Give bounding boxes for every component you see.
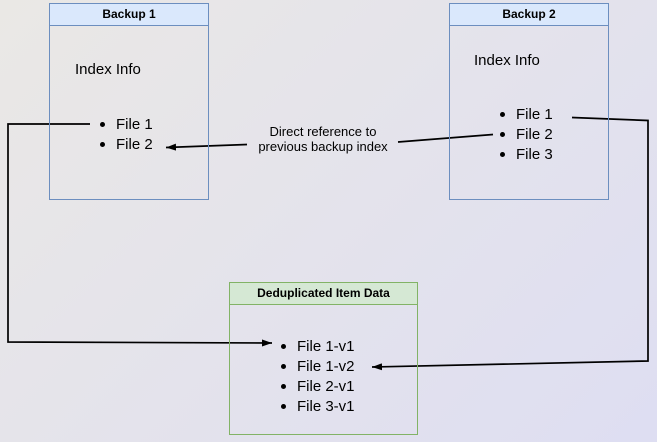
file-label: File 1-v2: [297, 357, 355, 375]
file-label: File 2: [116, 135, 153, 153]
dedup-title: Deduplicated Item Data: [230, 283, 417, 305]
file-label: File 3-v1: [297, 397, 355, 415]
file-label: File 3: [516, 145, 553, 163]
list-item: File 3: [500, 144, 553, 164]
file-label: File 2-v1: [297, 377, 355, 395]
list-item: File 2: [500, 124, 553, 144]
file-label: File 1: [116, 115, 153, 133]
deduplicated-item-data-node: Deduplicated Item Data File 1-v1 File 1-…: [229, 282, 418, 435]
bullet-icon: [100, 121, 105, 127]
bullet-icon: [500, 111, 505, 117]
annotation-line2: previous backup index: [258, 139, 388, 154]
file-label: File 2: [516, 125, 553, 143]
bullet-icon: [500, 131, 505, 137]
list-item: File 2: [100, 134, 153, 154]
backup2-index-info-label: Index Info: [474, 52, 540, 69]
bullet-icon: [281, 343, 286, 349]
bullet-icon: [500, 151, 505, 157]
bullet-icon: [100, 141, 105, 147]
list-item: File 1: [100, 114, 153, 134]
annotation-line1: Direct reference to: [269, 124, 377, 139]
direct-reference-annotation: Direct reference to previous backup inde…: [232, 124, 414, 154]
list-item: File 3-v1: [281, 396, 355, 416]
list-item: File 2-v1: [281, 376, 355, 396]
dedup-item-list: File 1-v1 File 1-v2 File 2-v1 File 3-v1: [281, 336, 355, 416]
list-item: File 1: [500, 104, 553, 124]
bullet-icon: [281, 363, 286, 369]
backup1-file-list: File 1 File 2: [100, 114, 153, 154]
backup2-file-list: File 1 File 2 File 3: [500, 104, 553, 164]
backup1-node: Backup 1 Index Info File 1 File 2: [49, 3, 209, 200]
backup1-title: Backup 1: [50, 4, 208, 26]
backup1-index-info-label: Index Info: [75, 61, 141, 78]
file-label: File 1-v1: [297, 337, 355, 355]
list-item: File 1-v2: [281, 356, 355, 376]
bullet-icon: [281, 383, 286, 389]
backup2-title: Backup 2: [450, 4, 608, 26]
bullet-icon: [281, 403, 286, 409]
backup2-node: Backup 2 Index Info File 1 File 2 File 3: [449, 3, 609, 200]
list-item: File 1-v1: [281, 336, 355, 356]
file-label: File 1: [516, 105, 553, 123]
